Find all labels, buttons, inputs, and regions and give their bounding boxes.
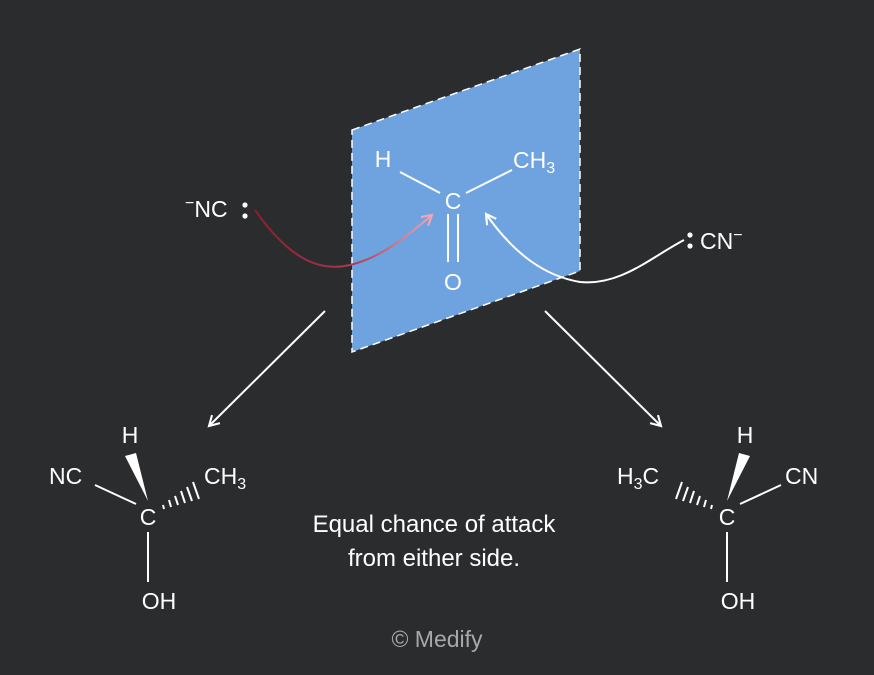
left-product-hash-bond (162, 481, 200, 510)
bond-c-ch3 (465, 169, 513, 194)
center-o-label: O (444, 269, 462, 295)
left-lone-pair-dot-1 (242, 202, 248, 208)
right-product-oh-label: OH (721, 588, 756, 614)
credit-text: © Medify (391, 626, 483, 652)
left-product-nc-label: NC (49, 463, 82, 489)
right-product-h3c-c: C (643, 463, 660, 489)
right-nucleophile-text: CN (700, 228, 733, 254)
center-ch3-label: CH3 (513, 147, 555, 177)
right-product-h3c-h: H (617, 463, 634, 489)
right-product-c-label: C (719, 504, 736, 530)
right-nucleophile-label: CN− (700, 227, 743, 254)
right-product-cn-label: CN (785, 463, 818, 489)
left-product-h-label: H (122, 422, 139, 448)
right-product-h3c-subscript: 3 (634, 476, 643, 493)
right-nucleophile-charge: − (733, 227, 742, 244)
left-product-ch3-base: CH (204, 463, 237, 489)
right-attack-arrow (484, 212, 685, 284)
left-product-arrow (207, 310, 326, 428)
right-product-h-label: H (737, 422, 754, 448)
center-ch3-subscript: 3 (546, 160, 555, 177)
caption-line-2: from either side. (348, 545, 520, 572)
center-c-label: C (445, 188, 462, 214)
right-product-arrow (544, 310, 663, 428)
right-product-wedge-bond (727, 453, 750, 501)
left-product-ch3-subscript: 3 (237, 476, 246, 493)
left-attack-arrow (254, 209, 434, 268)
left-nucleophile-label: −NC (185, 195, 228, 222)
left-lone-pair-dot-2 (242, 213, 248, 219)
caption-line-1: Equal chance of attack (313, 511, 557, 538)
left-product-bond-nc (94, 484, 137, 505)
left-product-c-label: C (140, 504, 157, 530)
center-h-label: H (375, 146, 392, 172)
right-lone-pair-dot-1 (687, 232, 693, 238)
right-product-h3c-label: H3C (617, 463, 659, 493)
left-product-ch3-label: CH3 (204, 463, 246, 493)
left-nucleophile-charge: − (185, 195, 194, 212)
center-ch3-base: CH (513, 147, 546, 173)
right-lone-pair-dot-2 (687, 243, 693, 249)
left-product-wedge-bond (125, 453, 148, 501)
right-product-bond-cn (739, 484, 782, 505)
bond-c-h (399, 171, 441, 194)
left-product-oh-label: OH (142, 588, 177, 614)
trigonal-plane (351, 47, 581, 354)
left-nucleophile-text: NC (194, 196, 227, 222)
right-product-hash-bond (675, 481, 713, 510)
